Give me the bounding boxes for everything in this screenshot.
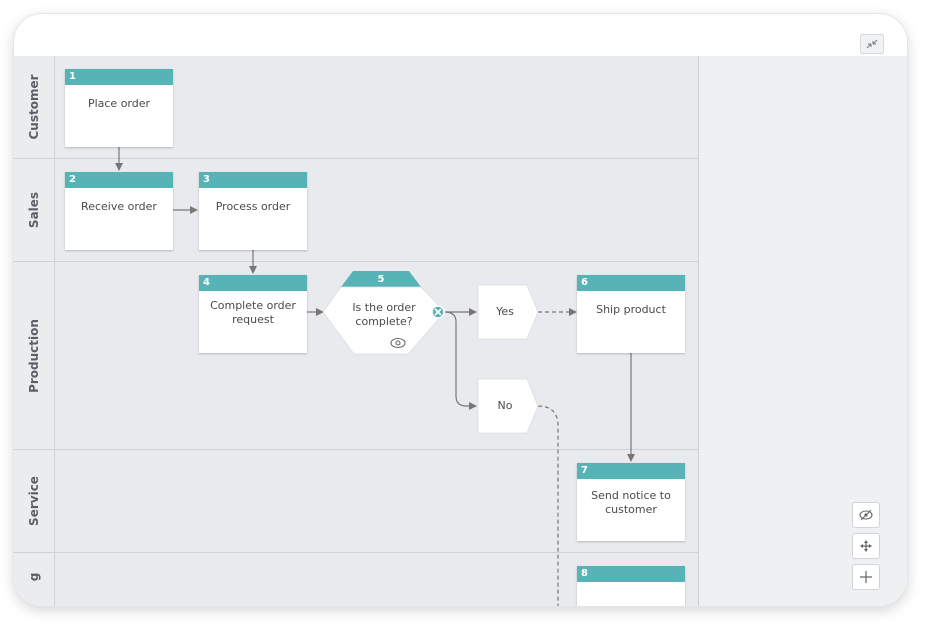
- diagram-canvas[interactable]: Customer Sales Production Service: [14, 56, 907, 606]
- lane-header-sales[interactable]: Sales: [14, 159, 55, 261]
- hide-icon: [859, 509, 873, 521]
- collapse-icon: [866, 39, 878, 49]
- lane-header-partial[interactable]: g: [14, 553, 55, 606]
- lane-label: Production: [27, 318, 41, 393]
- task-number: 8: [577, 566, 685, 582]
- task-label: Process order: [215, 200, 291, 213]
- decision-label: Is the order complete?: [352, 301, 416, 328]
- task-label: [577, 582, 685, 594]
- task-label: Complete order request: [210, 299, 296, 326]
- move-icon: [860, 540, 872, 552]
- lane-header-service[interactable]: Service: [14, 450, 55, 552]
- task-number: 4: [199, 275, 307, 291]
- task-number: 3: [199, 172, 307, 188]
- lane-header-production[interactable]: Production: [14, 262, 55, 449]
- outcome-yes-label: Yes: [496, 305, 514, 318]
- lane-label: Service: [27, 476, 41, 526]
- task-2[interactable]: 2 Receive order: [65, 172, 173, 250]
- task-4[interactable]: 4 Complete order request: [199, 275, 307, 353]
- collapse-button[interactable]: [860, 34, 884, 54]
- task-number: 2: [65, 172, 173, 188]
- hide-button[interactable]: [852, 502, 880, 528]
- lane-label: g: [27, 572, 41, 582]
- zoom-in-button[interactable]: [852, 564, 880, 590]
- lane-header-customer[interactable]: Customer: [14, 56, 55, 158]
- move-button[interactable]: [852, 533, 880, 559]
- eye-icon[interactable]: [389, 337, 407, 349]
- task-label: Ship product: [596, 303, 666, 316]
- diagram-window: Customer Sales Production Service: [14, 14, 907, 606]
- task-number: 1: [65, 69, 173, 85]
- lane-label: Sales: [27, 191, 41, 229]
- task-3[interactable]: 3 Process order: [199, 172, 307, 250]
- zoom-in-icon: [860, 571, 872, 583]
- task-6[interactable]: 6 Ship product: [577, 275, 685, 353]
- task-7[interactable]: 7 Send notice to customer: [577, 463, 685, 541]
- outcome-no-label: No: [497, 399, 513, 412]
- lane-label: Customer: [27, 74, 41, 140]
- task-number: 6: [577, 275, 685, 291]
- task-label: Receive order: [81, 200, 157, 213]
- task-1[interactable]: 1 Place order: [65, 69, 173, 147]
- decision-number: 5: [377, 274, 385, 285]
- task-number: 7: [577, 463, 685, 479]
- task-label: Send notice to customer: [591, 489, 671, 516]
- task-label: Place order: [87, 97, 151, 110]
- task-8[interactable]: 8: [577, 566, 685, 606]
- top-bar: [14, 14, 907, 57]
